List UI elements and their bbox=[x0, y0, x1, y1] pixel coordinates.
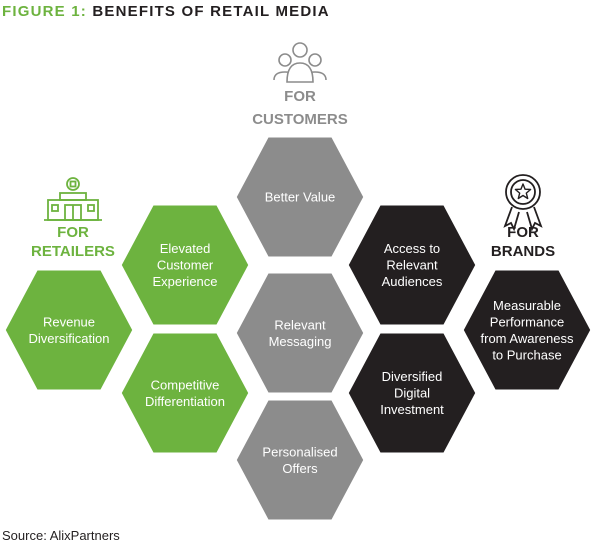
group-heading-customers: FOR CUSTOMERS bbox=[252, 88, 348, 128]
award-medal-icon bbox=[503, 174, 543, 232]
benefit-label-line: Diversified bbox=[382, 369, 443, 384]
benefit-hex-customers: Better Value bbox=[231, 132, 369, 262]
benefit-label-line: Diversification bbox=[29, 331, 110, 346]
benefit-label-line: Digital bbox=[394, 386, 430, 401]
figure-title: FIGURE 1: BENEFITS OF RETAIL MEDIA bbox=[2, 3, 330, 20]
benefit-label-line: Differentiation bbox=[145, 394, 225, 409]
benefit-label-line: Relevant bbox=[386, 258, 438, 273]
benefit-label-line: Offers bbox=[282, 461, 318, 476]
benefit-label-line: Measurable bbox=[493, 298, 561, 313]
people-group-icon bbox=[273, 42, 327, 83]
figure-number: FIGURE 1: bbox=[2, 3, 87, 20]
group-label-line: FOR bbox=[57, 224, 89, 241]
group-label-line: CUSTOMERS bbox=[252, 111, 348, 128]
hex-shape bbox=[343, 200, 481, 330]
group-heading-retailers: FOR RETAILERS bbox=[31, 224, 115, 260]
benefit-label-line: Relevant bbox=[274, 317, 326, 332]
benefit-label-line: Competitive bbox=[151, 377, 220, 392]
benefit-label-line: Performance bbox=[490, 314, 564, 329]
benefit-label-line: from Awareness bbox=[481, 331, 574, 346]
hex-shape bbox=[116, 328, 254, 458]
source-note: Source: AlixPartners bbox=[2, 528, 120, 543]
benefit-label-line: Customer bbox=[157, 258, 214, 273]
benefit-label-line: Messaging bbox=[269, 334, 332, 349]
hex-shape bbox=[231, 395, 369, 525]
store-icon bbox=[44, 177, 102, 221]
benefit-label-line: to Purchase bbox=[492, 347, 561, 362]
benefit-label-line: Better Value bbox=[265, 190, 336, 205]
hex-shape bbox=[0, 265, 138, 395]
benefit-label-line: Revenue bbox=[43, 314, 95, 329]
benefit-label-line: Audiences bbox=[382, 274, 443, 289]
hex-shape bbox=[231, 268, 369, 398]
hex-shape bbox=[343, 328, 481, 458]
benefit-label-line: Access to bbox=[384, 241, 440, 256]
benefit-label-line: Experience bbox=[152, 274, 217, 289]
benefit-label-line: Elevated bbox=[160, 241, 211, 256]
figure-title-text: BENEFITS OF RETAIL MEDIA bbox=[92, 3, 330, 20]
hex-shape bbox=[231, 132, 369, 262]
group-label-line: RETAILERS bbox=[31, 243, 115, 260]
hex-shape bbox=[116, 200, 254, 330]
benefit-label-line: Investment bbox=[380, 402, 444, 417]
benefit-label-line: Personalised bbox=[262, 444, 337, 459]
group-label-line: BRANDS bbox=[491, 243, 555, 260]
hex-shape bbox=[458, 265, 596, 395]
group-label-line: FOR bbox=[284, 88, 316, 105]
